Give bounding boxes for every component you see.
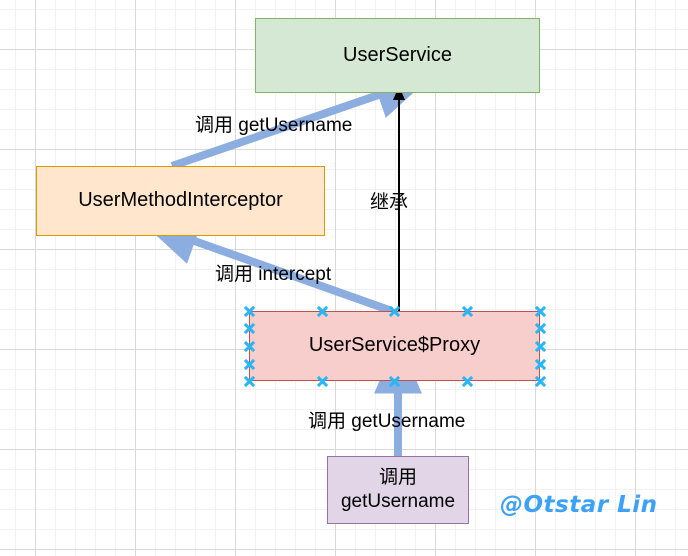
selection-handle-top-center[interactable] — [388, 305, 401, 318]
node-usermethodinterceptor-label: UserMethodInterceptor — [78, 189, 283, 212]
selection-handle-bottom-right[interactable] — [534, 375, 547, 388]
selection-handle-bottom-left-mid[interactable] — [316, 375, 329, 388]
node-usermethodinterceptor[interactable]: UserMethodInterceptor — [36, 166, 325, 236]
edge-label-inherit[interactable]: 继承 — [370, 192, 409, 213]
selection-handle-middle-right[interactable] — [534, 340, 547, 353]
node-userservice-label: UserService — [343, 43, 452, 66]
node-caller-label-line2: getUsername — [340, 491, 456, 512]
selection-handle-left-upper[interactable] — [243, 322, 256, 335]
node-userservice-proxy[interactable]: UserService$Proxy — [249, 311, 540, 381]
selection-handle-left-lower[interactable] — [243, 358, 256, 371]
selection-handle-top-left[interactable] — [243, 305, 256, 318]
watermark: @Otstar Lin — [500, 492, 658, 518]
selection-handle-top-left-mid[interactable] — [316, 305, 329, 318]
selection-handle-top-right[interactable] — [534, 305, 547, 318]
selection-handle-right-lower[interactable] — [534, 358, 547, 371]
node-userservice[interactable]: UserService — [255, 18, 540, 93]
edge-label-call-intercept[interactable]: 调用 intercept — [215, 264, 332, 285]
selection-handle-top-right-mid[interactable] — [461, 305, 474, 318]
selection-handle-right-upper[interactable] — [534, 322, 547, 335]
selection-handle-middle-left[interactable] — [243, 340, 256, 353]
node-userservice-proxy-label: UserService$Proxy — [308, 334, 481, 357]
selection-handle-bottom-right-mid[interactable] — [461, 375, 474, 388]
node-caller-label-line1: 调用 — [378, 466, 417, 488]
selection-handle-bottom-left[interactable] — [243, 375, 256, 388]
edge-label-call-getusername-top[interactable]: 调用 getUsername — [195, 115, 353, 136]
edge-label-call-getusername-bottom[interactable]: 调用 getUsername — [308, 411, 466, 432]
node-caller-getusername[interactable]: 调用 getUsername — [327, 456, 469, 524]
selection-handle-bottom-center[interactable] — [388, 375, 401, 388]
